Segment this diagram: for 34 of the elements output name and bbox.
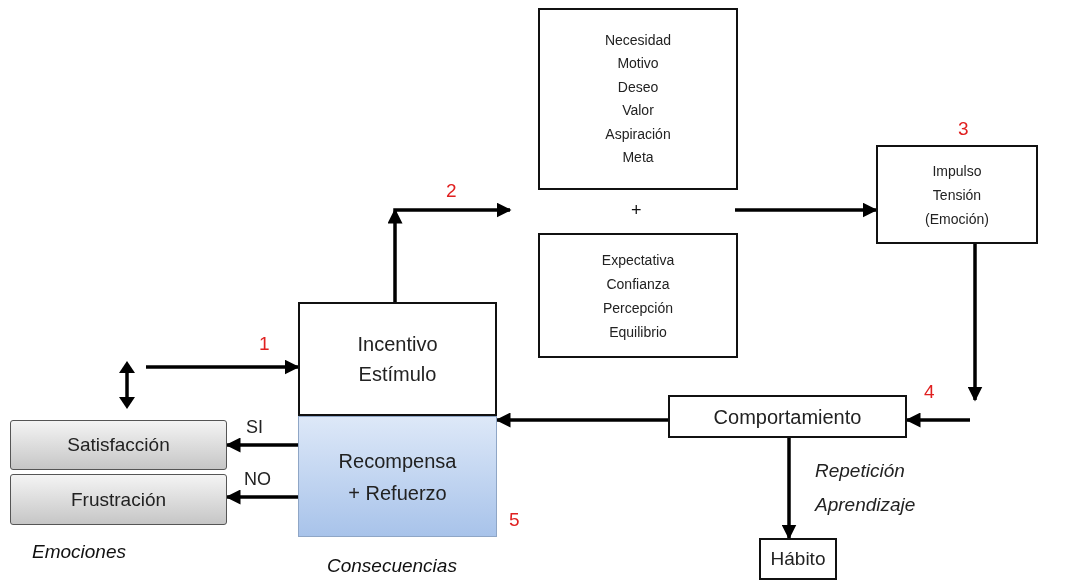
arrow	[781, 438, 797, 540]
result-box	[298, 416, 497, 537]
box-text: Incentivo Estímulo	[357, 332, 438, 387]
process-box	[538, 233, 738, 358]
box-text: Hábito	[770, 547, 826, 571]
box-text: Recompensa + Refuerzo	[338, 448, 457, 506]
arrow	[225, 489, 298, 505]
step-number: 4	[924, 381, 935, 403]
arrow	[967, 244, 983, 402]
arrow	[388, 203, 512, 302]
step-number: 3	[958, 118, 969, 140]
step-number: 5	[509, 509, 520, 531]
step-number: 1	[259, 333, 270, 355]
plus-sign: +	[631, 200, 642, 221]
process-box	[538, 8, 738, 190]
step-number: 2	[446, 180, 457, 202]
emotion-box	[10, 474, 227, 525]
box-text: Expectativa Confianza Percepción Equilibrio	[601, 250, 675, 342]
process-box	[298, 302, 497, 416]
arrow	[735, 202, 878, 218]
emotion-box	[10, 420, 227, 470]
box-text: Frustración	[71, 487, 166, 512]
box-text: Necesidad Motivo Deseo Valor Aspiración Meta	[604, 30, 672, 167]
box-text: Comportamiento	[713, 404, 862, 429]
group-label: Emociones	[32, 541, 126, 563]
box-text: Impulso Tensión (Emoción)	[925, 161, 989, 229]
arrow	[495, 412, 668, 428]
process-box	[759, 538, 837, 580]
process-box	[668, 395, 907, 438]
box-text: Satisfacción	[67, 433, 170, 457]
process-box	[876, 145, 1038, 244]
arrow	[146, 359, 300, 375]
group-label: Consecuencias	[327, 555, 457, 577]
arrow	[225, 437, 298, 453]
